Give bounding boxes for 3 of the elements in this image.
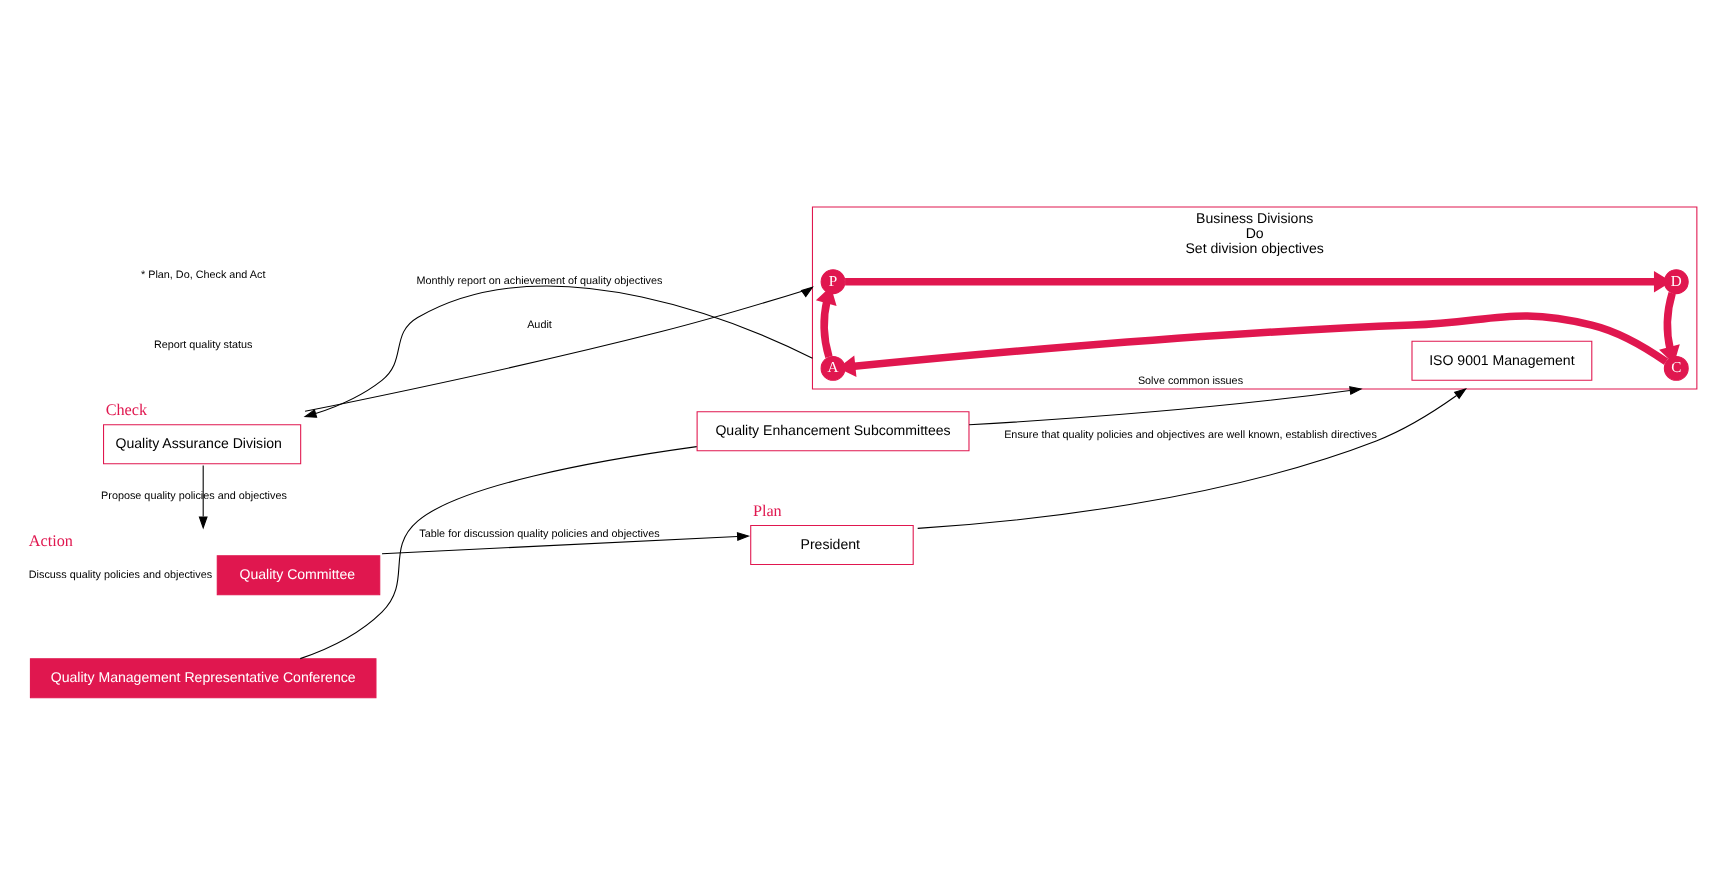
node-label: Check xyxy=(104,400,147,419)
node-label: Action xyxy=(27,532,72,551)
node-label: Plan xyxy=(751,501,781,520)
